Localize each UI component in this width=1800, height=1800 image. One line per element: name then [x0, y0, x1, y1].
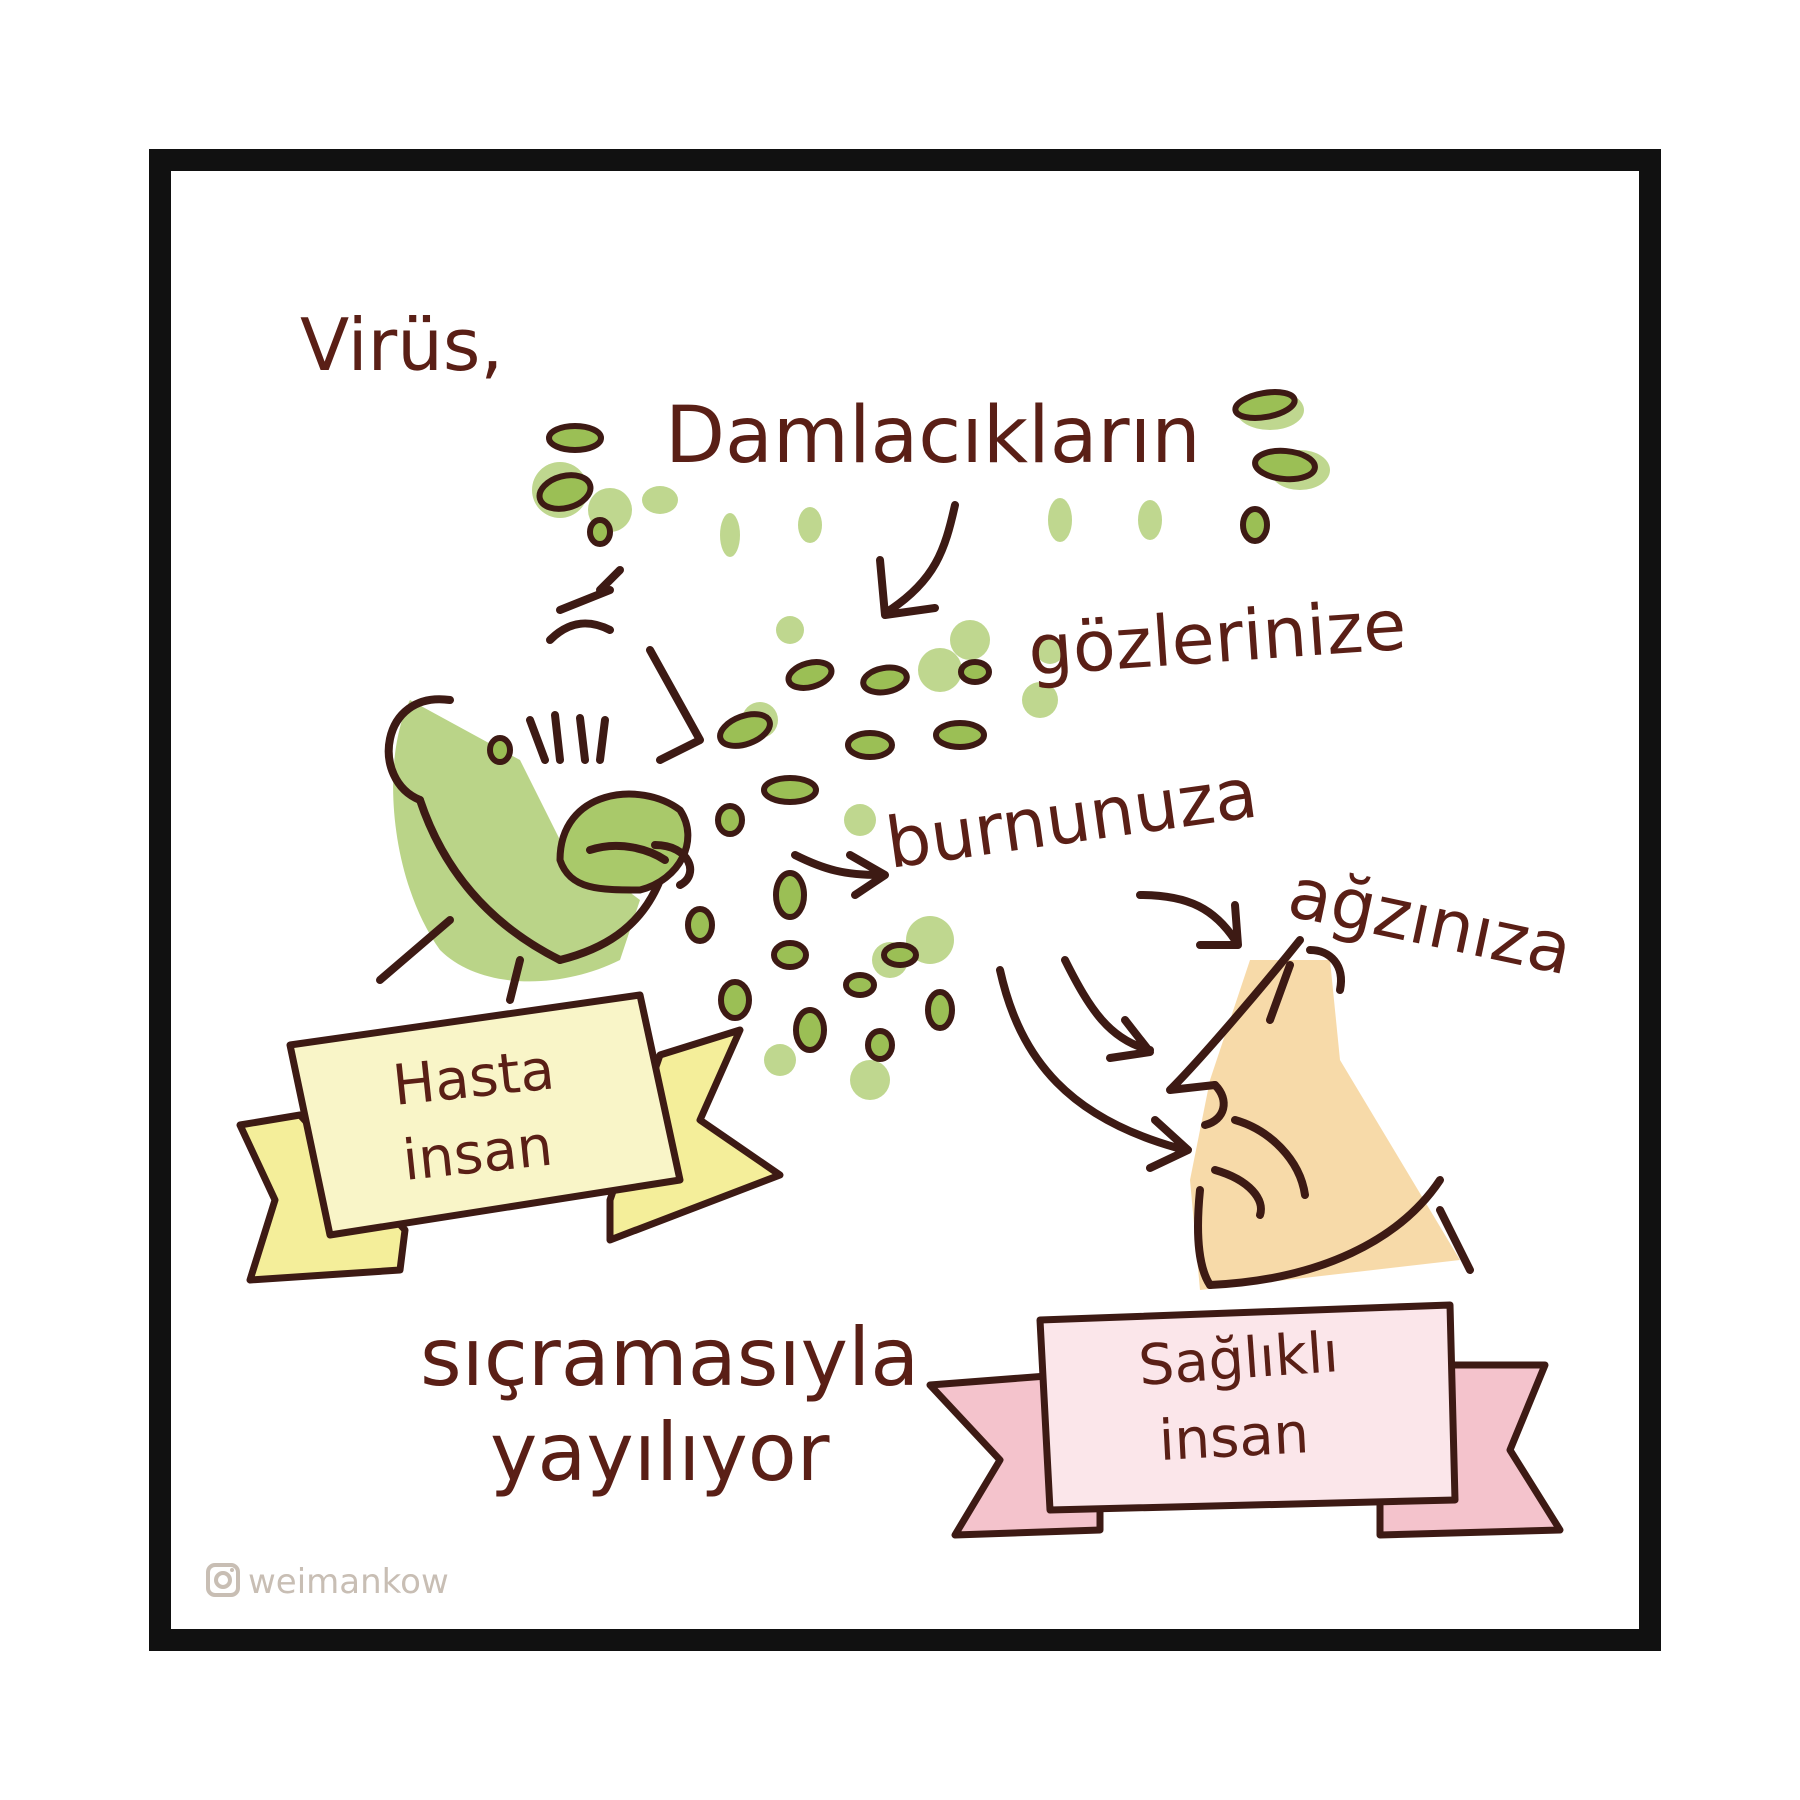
droplet-spray [685, 616, 1064, 1100]
arrow-healthy-low-icon [996, 966, 1192, 1172]
healthy-banner: Sağlıklı insan [926, 1301, 1564, 1539]
arrow-title-icon [876, 501, 959, 619]
virus-text: Virüs, [300, 303, 503, 387]
spread-text-line1: sıçramasıyla [420, 1311, 919, 1404]
healthy-label-line1: Sağlıklı [1136, 1320, 1340, 1399]
arrow-healthy-mid-icon [1061, 956, 1154, 1062]
arrow-nose-icon [791, 851, 889, 899]
watermark-text: weimankow [248, 1562, 449, 1602]
sick-banner: Hasta insan [236, 991, 784, 1284]
instagram-icon [206, 1563, 240, 1597]
droplets-text: Damlacıkların [665, 391, 1201, 481]
healthy-label-line2: insan [1157, 1401, 1310, 1474]
arrow-mouth-top-icon [1136, 891, 1242, 949]
healthy-person [1166, 936, 1474, 1290]
droplet-cloud-top [532, 389, 1330, 557]
spread-text-line2: yayılıyor [490, 1406, 830, 1499]
sick-person [376, 566, 704, 1004]
sick-label-line2: insan [400, 1114, 556, 1194]
watermark: weimankow [206, 1562, 449, 1602]
